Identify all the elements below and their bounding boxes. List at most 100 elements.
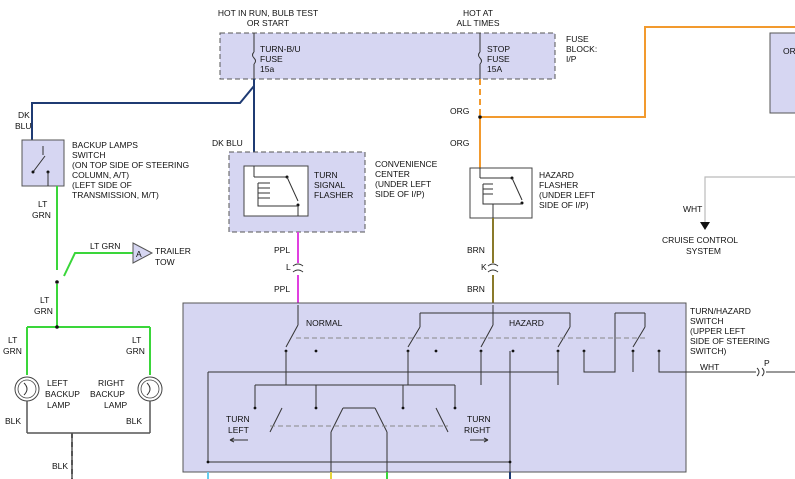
label-right-lamp-2: BACKUP (90, 389, 125, 399)
label-stop-fuse-2: FUSE (487, 54, 510, 64)
wire-org-hot (480, 26, 795, 118)
label-hazard: HAZARD (509, 318, 544, 328)
label-turn-fuse-1: TURN-B/U (260, 44, 301, 54)
label-normal: NORMAL (306, 318, 343, 328)
label-th-sw-5: SWITCH) (690, 346, 727, 356)
label-conn-a: A (136, 249, 142, 259)
label-cruise-2: SYSTEM (686, 246, 721, 256)
label-right-lamp-3: LAMP (104, 400, 127, 410)
label-th-sw-4: SIDE OF STEERING (690, 336, 770, 346)
label-backup-sw-2: SWITCH (72, 150, 106, 160)
label-blk-1: BLK (5, 416, 21, 426)
label-turn-fl-2: SIGNAL (314, 180, 345, 190)
label-stop-fuse-1: STOP (487, 44, 510, 54)
splice-org (478, 115, 482, 119)
label-stop-fuse-3: 15A (487, 64, 502, 74)
label-backup-sw-3: (ON TOP SIDE OF STEERING (72, 160, 189, 170)
label-th-sw-1: TURN/HAZARD (690, 306, 751, 316)
label-ppl-2: PPL (274, 284, 290, 294)
wire-dk-blu-backup (31, 79, 255, 140)
trailer-tow-connector: A (132, 242, 154, 264)
label-or-start: OR START (247, 18, 289, 28)
label-cruise-1: CRUISE CONTROL (662, 235, 738, 245)
turn-hazard-switch (182, 302, 687, 473)
label-trailer-2: TOW (155, 257, 175, 267)
label-lt-grn-1b: GRN (32, 210, 51, 220)
label-ppl-l: L (286, 262, 291, 272)
label-org-1: ORG (450, 106, 469, 116)
connector-l (292, 263, 304, 273)
label-lt-grn-4a: LT (8, 335, 17, 345)
label-brn-k: K (481, 262, 487, 272)
label-blk-3: BLK (52, 461, 68, 471)
label-lt-grn-1a: LT (38, 199, 47, 209)
label-hot-run: HOT IN RUN, BULB TEST (218, 8, 318, 18)
label-left-lamp-3: LAMP (47, 400, 70, 410)
label-lt-grn-2: LT GRN (90, 241, 120, 251)
label-fuse-block-1: FUSE (566, 34, 589, 44)
wht-output (658, 351, 795, 377)
label-fuse-block-2: BLOCK: (566, 44, 597, 54)
label-blu-1: BLU (15, 121, 32, 131)
label-turn-fuse-2: FUSE (260, 54, 283, 64)
label-turn-fl-1: TURN (314, 170, 338, 180)
right-backup-lamp (137, 376, 163, 433)
label-wht-1: WHT (683, 204, 702, 214)
label-brn-2: BRN (467, 284, 485, 294)
label-dk-blu-2: DK BLU (212, 138, 243, 148)
cruise-control-feed (700, 176, 795, 230)
splice-lt-grn-2 (55, 325, 59, 329)
label-ppl-1: PPL (274, 245, 290, 255)
label-brn-1: BRN (467, 245, 485, 255)
label-trailer-1: TRAILER (155, 246, 191, 256)
label-backup-sw-5: (LEFT SIDE OF (72, 180, 132, 190)
label-th-sw-2: SWITCH (690, 316, 724, 326)
wire-lt-grn-split (26, 326, 151, 375)
backup-lamps-switch (21, 139, 65, 187)
label-turn-fl-3: FLASHER (314, 190, 353, 200)
label-haz-fl-3: (UNDER LEFT (539, 190, 595, 200)
label-haz-fl-1: HAZARD (539, 170, 574, 180)
wire-lt-grn-trailer (63, 252, 133, 277)
connector-k (487, 263, 499, 273)
hazard-flasher (469, 167, 533, 219)
label-conv-2: CENTER (375, 169, 410, 179)
label-conv-3: (UNDER LEFT (375, 179, 431, 189)
label-lt-grn-4b: GRN (3, 346, 22, 356)
label-left-lamp-2: BACKUP (45, 389, 80, 399)
label-or-cut: OR (783, 46, 795, 56)
label-haz-fl-2: FLASHER (539, 180, 578, 190)
fuse-block (219, 32, 795, 114)
label-fuse-block-3: I/P (566, 54, 577, 64)
wire-blk-ground (27, 432, 150, 479)
label-backup-sw-6: TRANSMISSION, M/T) (72, 190, 159, 200)
label-conv-4: SIDE OF I/P) (375, 189, 425, 199)
label-dk-1: DK (18, 110, 30, 120)
label-backup-sw-4: COLUMN, A/T) (72, 170, 129, 180)
label-th-sw-3: (UPPER LEFT (690, 326, 745, 336)
label-turn-right-2: RIGHT (464, 425, 490, 435)
label-blk-2: BLK (126, 416, 142, 426)
label-lt-grn-5a: LT (132, 335, 141, 345)
label-right-lamp-1: RIGHT (98, 378, 124, 388)
label-turn-right-1: TURN (467, 414, 491, 424)
label-turn-left-1: TURN (226, 414, 250, 424)
label-all-times: ALL TIMES (457, 18, 500, 28)
label-turn-left-2: LEFT (228, 425, 249, 435)
label-wht-2: WHT (700, 362, 719, 372)
stop-fuse: STOP FUSE 15A (478, 33, 510, 79)
label-conv-1: CONVENIENCE (375, 159, 438, 169)
label-lt-grn-5b: GRN (126, 346, 145, 356)
label-turn-fuse-3: 15a (260, 64, 274, 74)
label-lt-grn-3b: GRN (34, 306, 53, 316)
left-backup-lamp (14, 376, 40, 433)
label-hot-at: HOT AT (463, 8, 493, 18)
label-org-2: ORG (450, 138, 469, 148)
splice-lt-grn-1 (55, 280, 59, 284)
label-left-lamp-1: LEFT (47, 378, 68, 388)
label-backup-sw-1: BACKUP LAMPS (72, 140, 138, 150)
label-lt-grn-3a: LT (40, 295, 49, 305)
label-haz-fl-4: SIDE OF I/P) (539, 200, 589, 210)
label-p: P (764, 358, 770, 368)
